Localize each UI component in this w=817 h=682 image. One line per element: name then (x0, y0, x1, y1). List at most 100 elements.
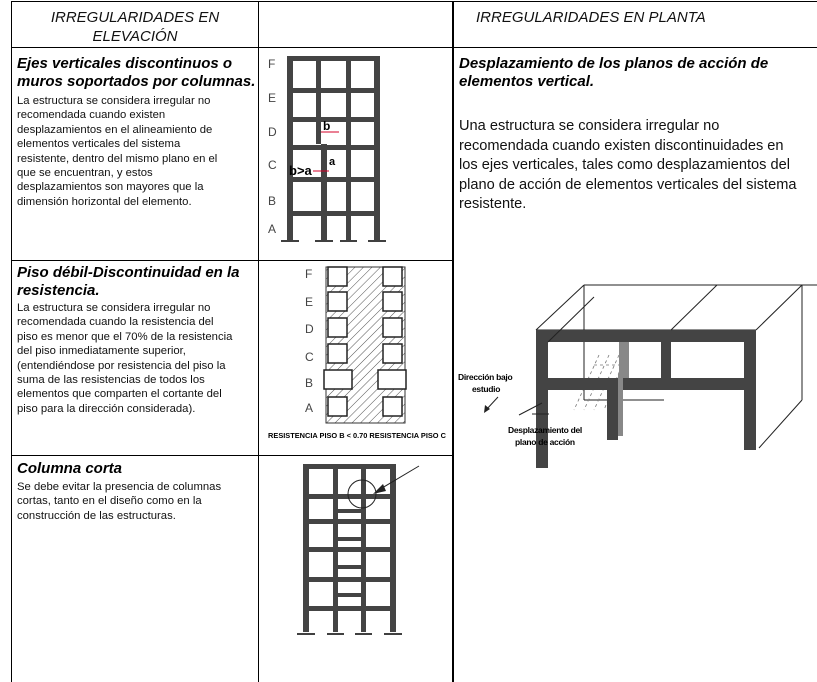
window (382, 291, 403, 312)
plan-title: Desplazamiento de los planos de acción d… (459, 55, 815, 91)
floor-label-b: B (305, 376, 313, 390)
front-column-right (744, 330, 756, 450)
weak-story-opening (323, 369, 353, 390)
column (287, 214, 293, 240)
front-column-left (536, 330, 548, 468)
frame-edge (755, 284, 803, 331)
column (374, 56, 380, 214)
depth-edge (670, 284, 718, 331)
mezzanine-beam (333, 509, 366, 513)
front-beam-bottom (536, 378, 756, 390)
text-line: recomendada cuando existen discontinuida… (459, 137, 784, 154)
row2-title-line1: Piso débil-Discontinuidad en la (17, 264, 240, 281)
direction-label-line2: estudio (472, 384, 500, 394)
direction-label-line1: Dirección bajo (458, 372, 512, 382)
window (327, 266, 348, 287)
displaced-column-side (618, 374, 623, 436)
label-b: b (323, 119, 330, 133)
text-line: resistente, dentro del mismo plano en el (17, 152, 218, 165)
beam (303, 606, 396, 611)
floor-label-a: A (305, 401, 313, 415)
column (346, 214, 351, 240)
beam (287, 117, 380, 122)
table-border-top (11, 1, 817, 2)
short-column-highlight-circle (347, 479, 377, 509)
displacement-label-line2: plano de acción (515, 437, 575, 447)
plan-description: Una estructura se considera irregular no… (459, 117, 815, 215)
text-line: elementos que comparten el cortante del (17, 388, 222, 401)
text-line: los ejes verticales, tales como desplaza… (459, 157, 790, 173)
weak-story-diagram: F E D C B A RESISTENCIA PISO B < 0.70 RE… (268, 266, 447, 440)
text-line: desplazamientos son mayores que la (17, 181, 204, 194)
floor-label-a: A (268, 222, 276, 236)
text-line: La estructura se considera irregular no (17, 95, 211, 107)
row1-title: Ejes verticales discontinuos o muros sop… (17, 55, 267, 91)
window (327, 396, 348, 417)
text-line: La estructura se considera irregular no (17, 302, 211, 314)
direction-arrow-head (484, 405, 490, 413)
row1-separator (11, 260, 454, 261)
floor-label-f: F (268, 57, 275, 71)
text-line: del piso inmediatamente superior, (17, 345, 186, 358)
beam (303, 577, 396, 582)
text-line: resistente. (459, 196, 527, 212)
window (327, 317, 348, 338)
text-line: dimensión horizontal del elemento. (17, 195, 192, 208)
label-a: a (329, 156, 336, 168)
text-line: recomendada cuando existen (17, 109, 166, 122)
text-line: elementos verticales del sistema (17, 138, 181, 151)
plan-header: IRREGULARIDADES EN PLANTA (476, 9, 706, 26)
floor-label-c: C (305, 350, 314, 364)
column-divider-figures (258, 1, 259, 682)
front-column-middle (661, 330, 671, 390)
floor-label-d: D (305, 322, 314, 336)
column (346, 56, 351, 214)
header-separator (11, 47, 817, 48)
text-line: suma de las resistencias de todos los (17, 374, 205, 387)
column (316, 56, 321, 144)
displaced-column (607, 378, 618, 440)
text-line: piso para la dirección considerada). (17, 402, 196, 415)
plan-title-line2: elementos vertical. (459, 73, 595, 90)
row1-description: La estructura se considera irregular no … (17, 94, 262, 209)
plan-displacement-diagram: Dirección bajo estudio Desplazamiento de… (458, 284, 817, 468)
floor-label-b: B (268, 194, 276, 208)
text-line: desplazamientos en el alineamiento de (17, 123, 213, 136)
label-b-greater-a: b>a (289, 163, 313, 178)
window (382, 317, 403, 338)
beam (287, 145, 380, 150)
frame-edge (535, 284, 585, 331)
elevation-header-line1: IRREGULARIDADES EN (50, 9, 220, 26)
row2-separator (11, 455, 454, 456)
row1-title-line2: muros soportados por columnas. (17, 73, 256, 90)
column (287, 56, 293, 214)
text-line: piso es menor que el 70% de la resistenc… (17, 330, 233, 343)
frame-edge (758, 399, 803, 449)
plan-title-line1: Desplazamiento de los planos de acción d… (459, 55, 769, 72)
text-line: cortas, tanto en el diseño como en la (17, 495, 202, 508)
floor-label-e: E (268, 91, 276, 105)
floor-label-e: E (305, 295, 313, 309)
window (382, 343, 403, 364)
inner-column (619, 342, 629, 378)
displacement-label-line1: Desplazamiento del (508, 425, 582, 435)
elevation-header: IRREGULARIDADES EN ELEVACIÓN (12, 8, 258, 46)
row3-title: Columna corta (17, 460, 123, 477)
window (327, 291, 348, 312)
beam (303, 464, 396, 469)
short-column-diagram (297, 464, 420, 635)
row2-title: Piso débil-Discontinuidad en la resisten… (17, 264, 262, 300)
window (327, 343, 348, 364)
floor-label-f: F (305, 267, 312, 281)
floor-label-c: C (268, 158, 277, 172)
mezzanine-beam (333, 565, 366, 569)
floor-label-d: D (268, 125, 277, 139)
row2-title-line2: resistencia. (17, 282, 100, 299)
mezzanine-beam (333, 537, 366, 541)
table-border-left (11, 1, 12, 682)
offset-column (321, 144, 327, 240)
beam (287, 56, 380, 61)
window (382, 396, 403, 417)
text-line: que se encuentran, y estos (17, 167, 153, 180)
column (374, 214, 380, 240)
